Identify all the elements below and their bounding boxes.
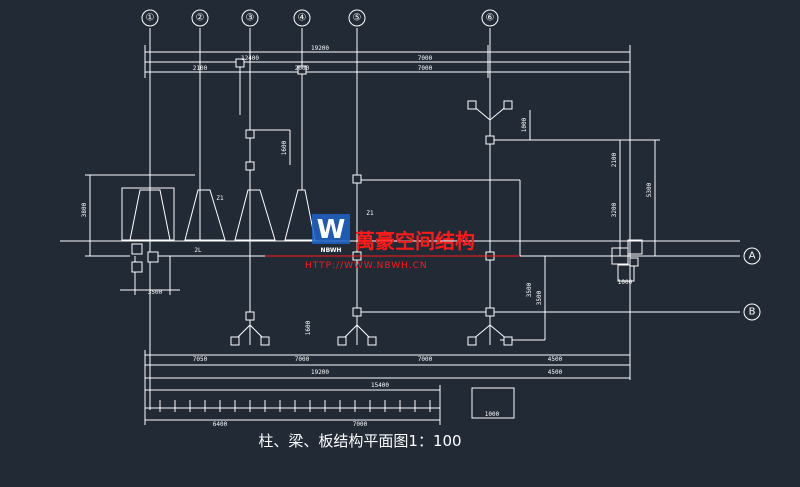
dim-small-b: 1000 [618,279,633,286]
dim-scale-left: 6400 [213,421,228,428]
axis-label-a: A [749,251,756,262]
dim-top-mid: 7000 [418,55,433,62]
dim-vert-bottom: 3500 [536,290,543,305]
dim-bottom-overall: 15400 [371,382,389,389]
dim-vert-bracket-r: 1000 [521,117,528,132]
axis-label-2: ② [196,13,205,24]
dim-top-total: 19200 [311,45,329,52]
axis-bubbles [141,9,761,321]
watermark-url: HTTP://WWW.NBWH.CN [305,261,428,271]
dim-bottom-box: 1000 [485,411,500,418]
dim-bottom-right: 4500 [548,356,563,363]
dim-top-left: 12400 [241,55,259,62]
dim-vert-bottom-b: 3500 [526,282,533,297]
axis-label-5: ⑤ [353,13,362,24]
dim-top-span-a: 2100 [193,65,208,72]
dim-vert-left: 3800 [81,202,88,217]
dim-bottom-left: 7050 [193,356,208,363]
scale-ticks [159,400,431,412]
label-2l: 2L [194,247,202,254]
dim-bottom-right2: 4500 [548,369,563,376]
watermark-company: 萬豪空间结构 [355,229,475,253]
drawing-title: 柱、梁、板结构平面图1：100 [258,432,461,450]
watermark: W NBWH 萬豪空间结构 HTTP://WWW.NBWH.CN [265,214,520,271]
dim-top-span-b: 2000 [295,65,310,72]
axis-label-6: ⑥ [486,13,495,24]
column-nodes [131,58,639,346]
watermark-logo: W [317,215,346,245]
dim-vert-right-full: 5300 [646,182,653,197]
label-z1-b: Z1 [366,210,374,217]
dim-scale-mid: 7000 [353,421,368,428]
dim-bottom-mid2: 7000 [418,356,433,363]
dim-top-mid2: 7000 [418,65,433,72]
dim-vert-bottom-c: 1600 [305,320,312,335]
watermark-logo-box [312,214,350,244]
axis-label-3: ③ [246,13,255,24]
dim-vert-right-mid: 3200 [611,202,618,217]
axis-label-4: ④ [298,13,307,24]
dim-small-a: 3500 [148,289,163,296]
watermark-logo-sub: NBWH [321,247,342,254]
axis-label-1: ① [146,13,155,24]
column-brackets [234,60,509,341]
axis-label-b: B [749,307,756,318]
label-z1-a: Z1 [216,195,224,202]
truss-elements [121,187,316,241]
dim-bottom-mid: 7000 [295,356,310,363]
dim-bottom-total: 19200 [311,369,329,376]
dim-vert-bracket: 1600 [281,140,288,155]
dim-vert-right-top: 2100 [611,152,618,167]
